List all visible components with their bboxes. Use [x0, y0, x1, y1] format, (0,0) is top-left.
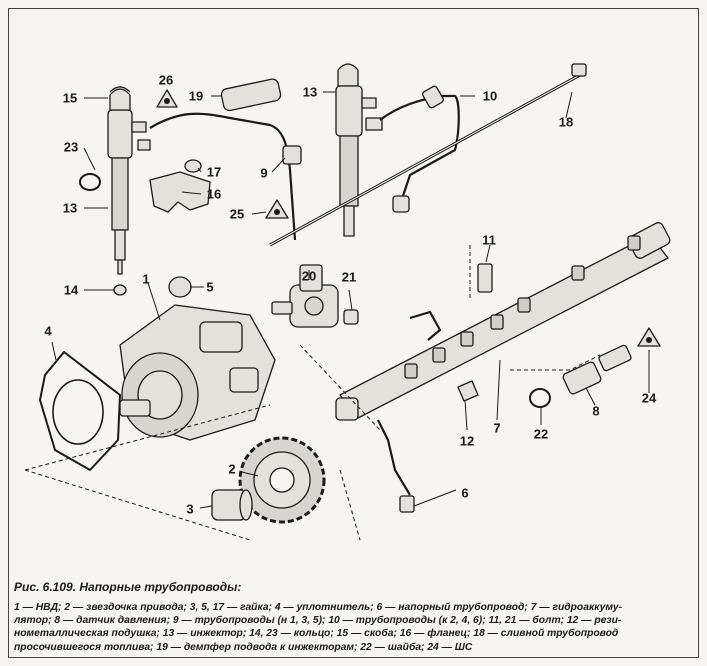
callout-7: 7 — [493, 420, 501, 436]
callout-21: 21 — [341, 269, 357, 285]
callout-1: 1 — [142, 271, 150, 287]
callout-20: 20 — [301, 268, 317, 284]
fuel-rail-7 — [335, 222, 671, 421]
figure-title: Рис. 6.109. Напорные трубопроводы: — [14, 580, 242, 594]
callout-11: 11 — [482, 232, 496, 248]
nut-5 — [168, 276, 192, 298]
injector-left — [107, 88, 151, 275]
callout-18: 18 — [558, 114, 574, 130]
flange-16 — [149, 171, 211, 213]
pipe-6 — [377, 419, 411, 496]
bolt-21 — [343, 309, 359, 325]
callout-25: 25 — [229, 206, 245, 222]
callout-6: 6 — [461, 485, 469, 501]
sensor-20 — [271, 264, 339, 328]
callout-16: 16 — [206, 186, 222, 202]
callout-26: 26 — [158, 72, 174, 88]
callout-19: 19 — [188, 88, 204, 104]
pressure-sensor-8 — [529, 344, 632, 408]
ring-14 — [113, 284, 127, 296]
callout-12: 12 — [459, 433, 475, 449]
gasket-4 — [39, 351, 121, 471]
pipe-10 — [379, 94, 460, 206]
callout-15: 15 — [62, 90, 78, 106]
ring-23 — [79, 173, 101, 191]
callout-2: 2 — [228, 461, 236, 477]
callout-4: 4 — [44, 323, 52, 339]
legend-line: лятор; 8 — датчик давления; 9 — трубопро… — [14, 615, 622, 627]
legend-line: 1 — НВД; 2 — звездочка привода; 3, 5, 17… — [14, 602, 623, 613]
callout-14: 14 — [63, 282, 79, 298]
clamp-15 — [109, 86, 131, 93]
callout-3: 3 — [186, 501, 194, 517]
callout-23: 23 — [63, 139, 79, 155]
callout-13-left: 13 — [62, 200, 78, 216]
hp-pump-1 — [119, 304, 276, 441]
callout-8: 8 — [592, 403, 600, 419]
callout-22: 22 — [533, 426, 549, 442]
pad-12 — [457, 380, 479, 402]
legend-line: просочившегося топлива; 19 — демпфер под… — [14, 641, 473, 653]
sprocket-2 — [238, 436, 326, 524]
callout-10: 10 — [482, 88, 498, 104]
nut-17 — [184, 159, 202, 173]
damper-19 — [220, 78, 282, 112]
exploded-diagram — [24, 63, 671, 541]
callout-5: 5 — [206, 279, 214, 295]
callout-17: 17 — [206, 164, 222, 180]
callout-24: 24 — [641, 390, 657, 406]
injector-middle — [335, 63, 383, 237]
figure-legend: 1 — НВД; 2 — звездочка привода; 3, 5, 17… — [14, 601, 694, 654]
legend-line: нометаллическая подушка; 13 — инжектор; … — [14, 628, 619, 640]
bolt-11 — [477, 263, 493, 293]
nut-3 — [211, 489, 253, 521]
callout-9: 9 — [260, 165, 268, 181]
callout-13-middle: 13 — [302, 84, 318, 100]
